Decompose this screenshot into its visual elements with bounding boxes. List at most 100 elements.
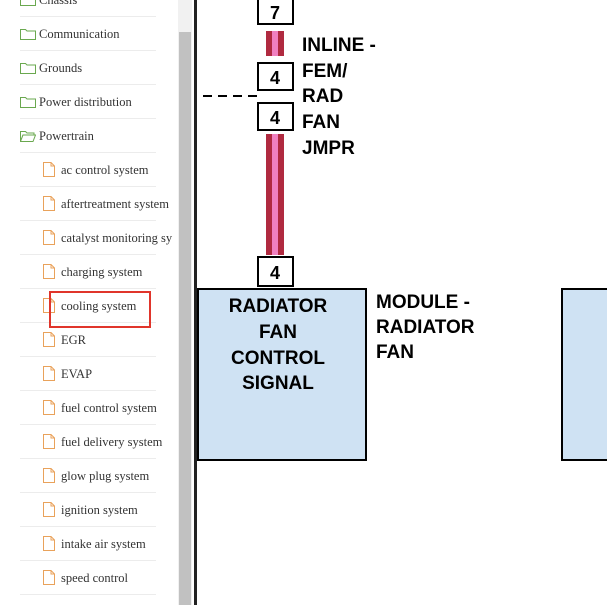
folder-icon — [20, 27, 36, 40]
file-icon — [43, 162, 55, 177]
tree-file-glow-plug-system[interactable]: glow plug system — [0, 459, 178, 493]
file-icon — [43, 400, 55, 415]
tree-item-separator — [20, 458, 156, 459]
signal-box-line-2: FAN — [259, 322, 297, 343]
wire-stripe-upper — [272, 31, 278, 56]
tree-item-separator — [20, 390, 156, 391]
folder-icon — [20, 0, 36, 6]
file-icon — [43, 196, 55, 211]
folder-open-icon — [19, 129, 37, 142]
tree-item-label: fuel delivery system — [61, 435, 163, 449]
tree-item-separator — [20, 492, 156, 493]
tree-file-evap[interactable]: EVAP — [0, 357, 178, 391]
tree-file-fuel-delivery-system[interactable]: fuel delivery system — [0, 425, 178, 459]
sidebar-scrollbar[interactable] — [178, 0, 192, 605]
tree-item-label: charging system — [61, 265, 143, 279]
tree-item-separator — [20, 356, 156, 357]
file-icon — [43, 434, 55, 449]
tree-item-separator — [20, 50, 156, 51]
tree-item-label: speed control — [61, 571, 128, 585]
tree-item-label: Chassis — [39, 0, 78, 7]
tree-item-label: ac control system — [61, 163, 149, 177]
tree-folder-communication[interactable]: Communication — [0, 17, 178, 51]
jumper-label-line-5: JMPR — [302, 138, 355, 159]
tree-folder-chassis[interactable]: Chassis — [0, 0, 178, 17]
file-icon — [43, 570, 55, 585]
tree-file-aftertreatment-system[interactable]: aftertreatment system — [0, 187, 178, 221]
tree-item-separator — [20, 254, 156, 255]
pin-module-label: 4 — [270, 263, 280, 283]
jumper-label-line-1: INLINE - — [302, 35, 376, 56]
connector-pin-fem-upper — [257, 62, 294, 91]
jumper-label-line-4: FAN — [302, 112, 340, 133]
tree-item-label: EVAP — [61, 367, 93, 381]
tree-folder-grounds[interactable]: Grounds — [0, 51, 178, 85]
tree-file-intake-air-system[interactable]: intake air system — [0, 527, 178, 561]
tree-item-label: cooling system — [61, 299, 137, 313]
tree-file-catalyst-monitoring-sy[interactable]: catalyst monitoring sy — [0, 221, 178, 255]
tree-item-label: Power distribution — [39, 95, 132, 109]
tree-item-separator — [20, 560, 156, 561]
tree-item-separator — [20, 526, 156, 527]
tree-file-speed-control[interactable]: speed control — [0, 561, 178, 595]
jumper-label-line-2: FEM/ — [302, 61, 348, 82]
connector-pin-top — [257, 0, 294, 25]
signal-box-line-4: SIGNAL — [242, 373, 314, 394]
tree-file-egr[interactable]: EGR — [0, 323, 178, 357]
signal-box-line-1: RADIATOR — [229, 296, 328, 317]
tree-item-label: catalyst monitoring sy — [61, 231, 173, 245]
wiring-diagram: 7 4 4 4 INLINE - FEM/ RAD FAN JMPR RADIA… — [197, 0, 607, 605]
tree-item-separator — [20, 152, 156, 153]
jumper-label-line-3: RAD — [302, 86, 343, 107]
connector-pin-fem-lower — [257, 102, 294, 131]
tree-file-ignition-system[interactable]: ignition system — [0, 493, 178, 527]
tree-item-separator — [20, 594, 156, 595]
tree-item-separator — [20, 322, 156, 323]
tree-item-label: glow plug system — [61, 469, 150, 483]
tree-item-separator — [20, 220, 156, 221]
connector-pin-module — [257, 256, 294, 287]
file-icon — [43, 332, 55, 347]
tree-item-label: aftertreatment system — [61, 197, 169, 211]
file-icon — [43, 502, 55, 517]
tree-item-separator — [20, 424, 156, 425]
highlight-annotation — [49, 291, 151, 328]
tree-item-label: Grounds — [39, 61, 83, 75]
folder-icon — [20, 95, 36, 108]
file-icon — [43, 264, 55, 279]
tree-file-fuel-control-system[interactable]: fuel control system — [0, 391, 178, 425]
tree-item-separator — [20, 186, 156, 187]
module-label-line-2: RADIATOR — [376, 317, 475, 338]
tree-item-separator — [20, 16, 156, 17]
folder-icon — [20, 61, 36, 74]
signal-box-line-3: CONTROL — [231, 348, 325, 369]
pin-fem-upper-label: 4 — [270, 68, 280, 88]
file-icon — [43, 230, 55, 245]
pin-fem-lower-label: 4 — [270, 108, 280, 128]
wire-stripe-lower — [272, 134, 278, 255]
tree-item-label: Powertrain — [39, 129, 94, 143]
wiring-diagram-svg: 7 4 4 4 INLINE - FEM/ RAD FAN JMPR RADIA… — [197, 0, 607, 461]
file-icon — [43, 366, 55, 381]
tree-item-label: fuel control system — [61, 401, 157, 415]
module-label-line-3: FAN — [376, 342, 414, 363]
radiator-fan-signal-box — [197, 288, 367, 461]
pane-divider[interactable] — [194, 0, 197, 605]
file-icon — [43, 536, 55, 551]
tree-item-separator — [20, 118, 156, 119]
scrollbar-thumb[interactable] — [179, 32, 191, 605]
module-label-line-1: MODULE - — [376, 292, 470, 313]
tree-file-charging-system[interactable]: charging system — [0, 255, 178, 289]
tree-item-label: ignition system — [61, 503, 138, 517]
tree-item-label: intake air system — [61, 537, 146, 551]
tree-folder-power-distribution[interactable]: Power distribution — [0, 85, 178, 119]
tree-item-label: EGR — [61, 333, 86, 347]
tree-item-separator — [20, 84, 156, 85]
tree-file-ac-control-system[interactable]: ac control system — [0, 153, 178, 187]
file-icon — [43, 468, 55, 483]
tree-item-label: Communication — [39, 27, 120, 41]
tree-folder-powertrain[interactable]: Powertrain — [0, 119, 178, 153]
tree-item-separator — [20, 288, 156, 289]
pin-top-label: 7 — [270, 3, 280, 23]
